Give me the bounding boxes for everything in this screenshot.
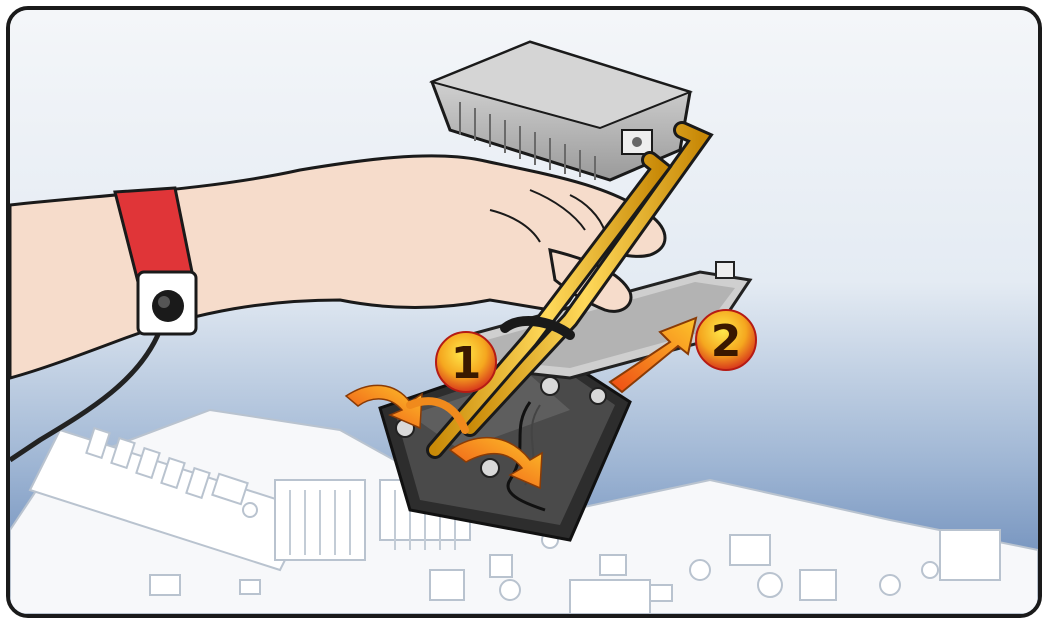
illustration-frame: 1 2 — [6, 6, 1042, 618]
step-2-badge: 2 — [696, 310, 756, 370]
step-1-label: 1 — [451, 338, 482, 389]
step-1-badge: 1 — [436, 332, 496, 392]
repair-illustration: 1 2 — [10, 10, 1038, 614]
step-2-label: 2 — [711, 316, 742, 367]
